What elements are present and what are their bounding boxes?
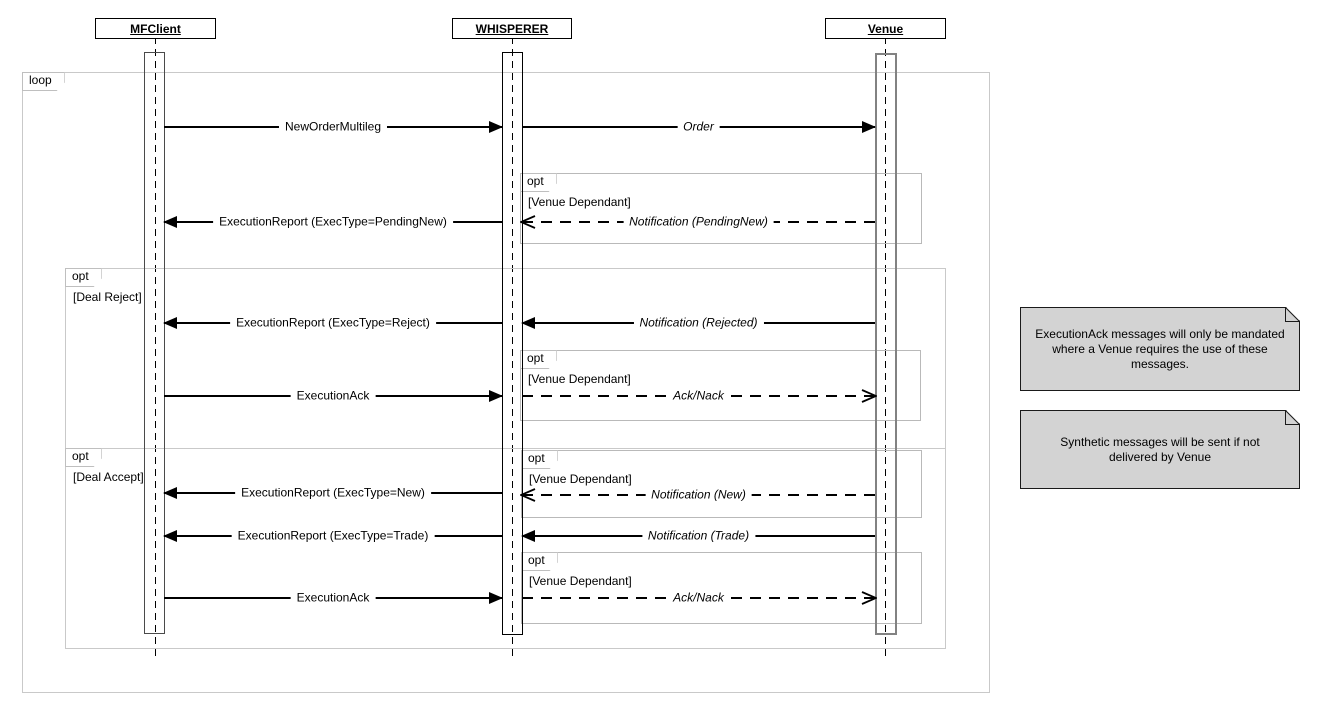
- participant-label: Venue: [867, 21, 904, 36]
- loop-frame-tab: loop: [22, 72, 65, 91]
- opt-frame-tab: opt: [521, 552, 558, 571]
- message-executionack-2: ExecutionAck: [164, 590, 503, 606]
- message-executionreport-reject: ExecutionReport (ExecType=Reject): [163, 315, 502, 331]
- lifeline-mfclient: [155, 37, 156, 658]
- note-synthetic: Synthetic messages will be sent if not d…: [1020, 410, 1300, 489]
- activation-bar-mfclient: [144, 52, 165, 634]
- lifeline-venue: [885, 37, 886, 658]
- opt-frame-tab: opt: [65, 268, 102, 287]
- message-label: NewOrderMultileg: [278, 119, 388, 135]
- message-label: ExecutionAck: [290, 590, 376, 606]
- message-executionack-1: ExecutionAck: [164, 388, 503, 404]
- message-label: Order: [677, 119, 720, 135]
- message-label: Notification (New): [645, 487, 752, 503]
- opt-frame-label: opt: [528, 451, 545, 465]
- arrowhead-filled-right-icon: [489, 390, 503, 402]
- arrowhead-open-left-icon: [518, 215, 536, 229]
- message-label: Ack/Nack: [667, 388, 730, 404]
- opt-frame-venue-dependant-4: opt [Venue Dependant]: [521, 552, 922, 624]
- arrowhead-filled-left-icon: [163, 487, 177, 499]
- opt-frame-label: opt: [527, 351, 544, 365]
- arrowhead-filled-right-icon: [489, 121, 503, 133]
- arrowhead-filled-left-icon: [163, 317, 177, 329]
- message-label: Notification (Trade): [641, 528, 756, 544]
- message-acknack-1: Ack/Nack: [522, 388, 879, 404]
- opt-frame-label: opt: [528, 553, 545, 567]
- message-notification-trade: Notification (Trade): [521, 528, 875, 544]
- arrowhead-filled-left-icon: [521, 530, 535, 542]
- loop-frame-label: loop: [29, 73, 52, 87]
- arrowhead-open-left-icon: [518, 488, 536, 502]
- opt-frame-venue-dependant-3: opt [Venue Dependant]: [521, 450, 922, 518]
- message-executionreport-new: ExecutionReport (ExecType=New): [163, 485, 502, 501]
- opt-frame-venue-dependant-2: opt [Venue Dependant]: [520, 350, 921, 421]
- message-label: ExecutionReport (ExecType=New): [235, 485, 431, 501]
- opt-frame-label: opt: [527, 174, 544, 188]
- arrowhead-filled-left-icon: [163, 216, 177, 228]
- note-fold-icon: [1285, 410, 1325, 426]
- message-notification-new: Notification (New): [518, 487, 875, 503]
- participant-whisperer: WHISPERER: [452, 18, 572, 39]
- note-text: Synthetic messages will be sent if not d…: [1060, 434, 1260, 464]
- message-acknack-2: Ack/Nack: [522, 590, 879, 606]
- arrowhead-filled-left-icon: [521, 317, 535, 329]
- note-executionack: ExecutionAck messages will only be manda…: [1020, 307, 1300, 391]
- message-label: ExecutionReport (ExecType=PendingNew): [213, 214, 453, 230]
- note-fold-icon: [1285, 307, 1325, 323]
- opt-frame-venue-dependant-1: opt [Venue Dependant]: [520, 173, 922, 244]
- message-notification-pendingnew: Notification (PendingNew): [518, 214, 875, 230]
- opt-frame-tab: opt: [65, 448, 102, 467]
- arrowhead-filled-right-icon: [862, 121, 876, 133]
- message-label: ExecutionAck: [290, 388, 376, 404]
- message-executionreport-trade: ExecutionReport (ExecType=Trade): [163, 528, 502, 544]
- loop-frame: loop: [22, 72, 990, 693]
- message-newordermultileg: NewOrderMultileg: [164, 119, 503, 135]
- lifeline-whisperer: [512, 37, 513, 658]
- opt-frame-tab: opt: [521, 450, 558, 469]
- opt-frame-guard: [Venue Dependant]: [529, 574, 636, 588]
- participant-venue: Venue: [825, 18, 946, 39]
- participant-mfclient: MFClient: [95, 18, 216, 39]
- opt-frame-guard: [Venue Dependant]: [529, 472, 636, 486]
- message-label: Notification (PendingNew): [623, 214, 774, 230]
- arrowhead-filled-right-icon: [489, 592, 503, 604]
- activation-bar-venue: [875, 53, 897, 635]
- opt-frame-guard: [Deal Accept]: [73, 470, 148, 484]
- opt-frame-tab: opt: [520, 350, 557, 369]
- participant-label: MFClient: [130, 21, 181, 36]
- participant-label: WHISPERER: [475, 21, 549, 36]
- message-notification-rejected: Notification (Rejected): [521, 315, 875, 331]
- opt-frame-deal-accept: opt [Deal Accept]: [65, 448, 946, 649]
- opt-frame-guard: [Deal Reject]: [73, 290, 146, 304]
- opt-frame-guard: [Venue Dependant]: [528, 195, 635, 209]
- activation-bar-whisperer: [502, 52, 523, 635]
- message-label: Notification (Rejected): [633, 315, 764, 331]
- arrowhead-open-right-icon: [861, 389, 879, 403]
- arrowhead-filled-left-icon: [163, 530, 177, 542]
- message-label: ExecutionReport (ExecType=Reject): [230, 315, 436, 331]
- message-label: Ack/Nack: [667, 590, 730, 606]
- opt-frame-guard: [Venue Dependant]: [528, 372, 635, 386]
- message-order: Order: [522, 119, 876, 135]
- opt-frame-label: opt: [72, 269, 89, 283]
- opt-frame-tab: opt: [520, 173, 557, 192]
- message-executionreport-pendingnew: ExecutionReport (ExecType=PendingNew): [163, 214, 502, 230]
- message-label: ExecutionReport (ExecType=Trade): [231, 528, 435, 544]
- arrowhead-open-right-icon: [861, 591, 879, 605]
- opt-frame-label: opt: [72, 449, 89, 463]
- note-text: ExecutionAck messages will only be manda…: [1035, 326, 1285, 371]
